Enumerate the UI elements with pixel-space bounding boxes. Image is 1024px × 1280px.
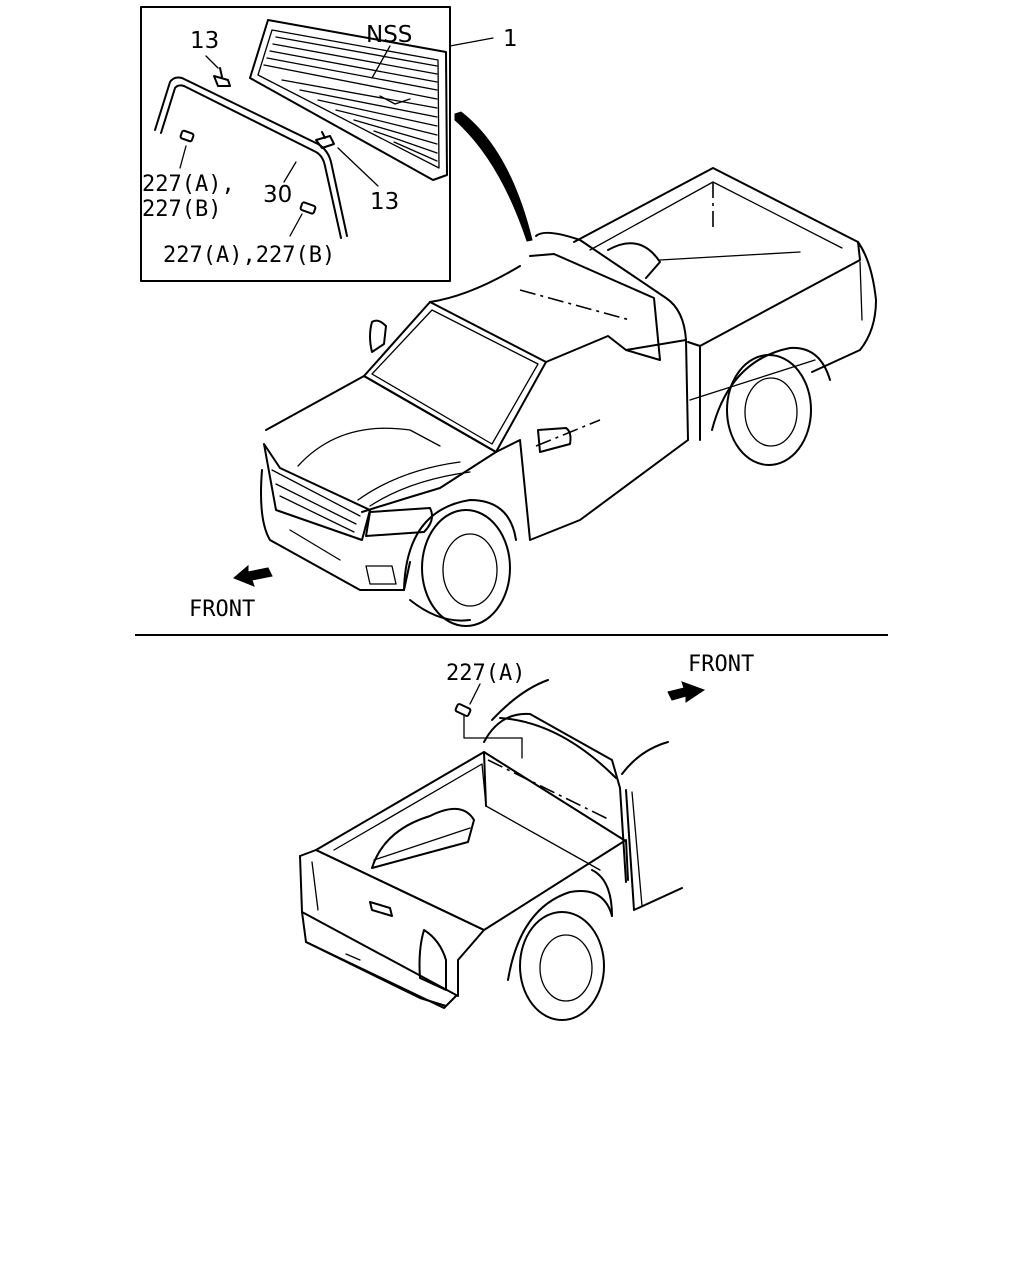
pointer-arrow [454,111,533,242]
callout-moulding-30: 30 [263,182,292,208]
plug-227-left-icon [179,129,195,143]
plug-227a-icon [454,703,472,717]
callout-nss: NSS [366,22,412,48]
clip-13-right-icon [315,131,335,149]
callout-clip-13-right: 13 [370,189,399,215]
bottom-front-label: FRONT [688,652,754,677]
plug-227-bottom-icon [299,201,317,215]
arrow-front-right-icon [667,681,706,703]
callout-plug-left-1: 227(A), [142,172,235,197]
inset-exploded-view: NSS 13 227(A), 227(B) 30 13 227(A),227(B… [140,6,451,282]
truck-front-view [260,167,877,627]
truck-rear-view [299,679,683,1021]
rear-glass-panel[interactable] [249,19,448,181]
arrow-front-left-icon [233,564,273,587]
clip-13-top-icon [213,67,231,87]
callout-part-1: 1 [503,26,518,52]
moulding-30[interactable] [154,76,348,239]
top-front-label: FRONT [189,597,255,622]
callout-plug-left-2: 227(B) [142,197,221,222]
callout-clip-13-top: 13 [190,28,219,54]
inset-frame [140,6,451,282]
callout-plug-227a: 227(A) [446,661,525,686]
callout-plug-bottom: 227(A),227(B) [163,243,335,268]
